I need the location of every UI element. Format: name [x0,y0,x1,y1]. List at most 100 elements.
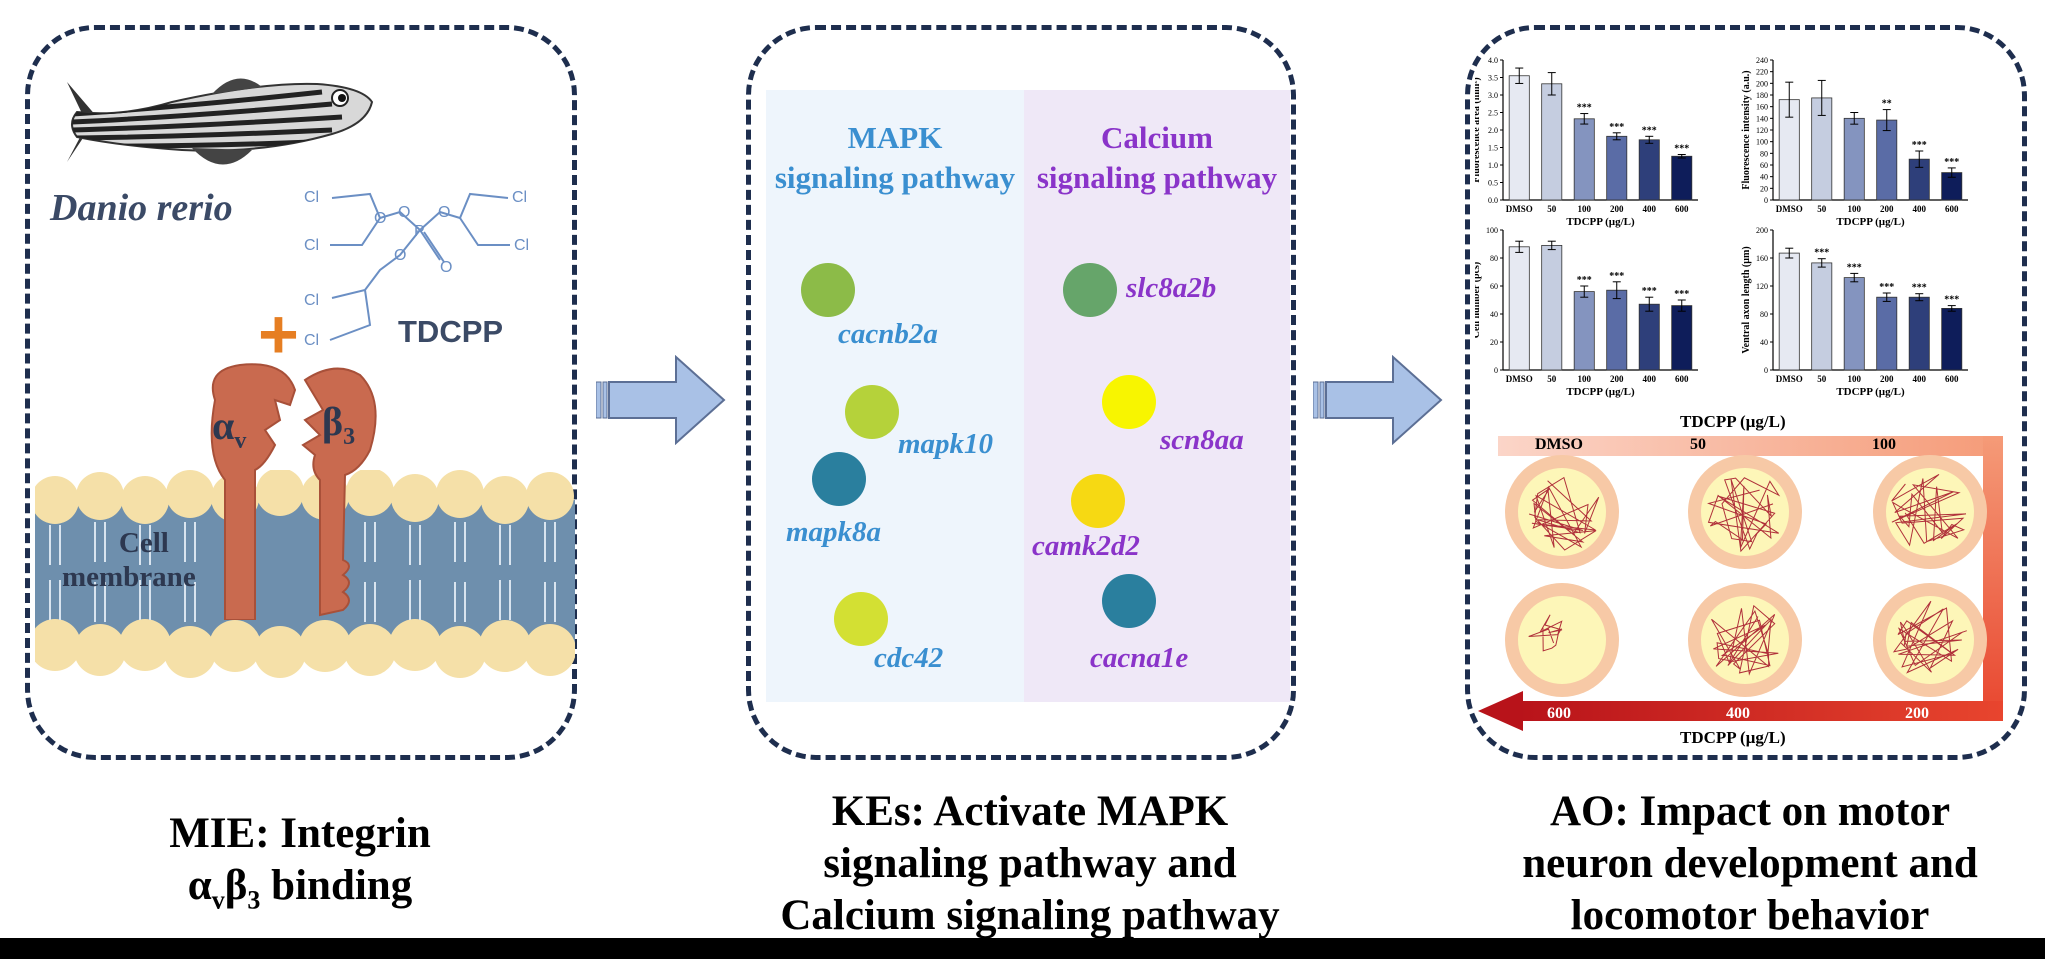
chart-category-label: DMSO [1776,204,1803,214]
chart-y-label: Fluorescence intensity (a.u.) [1741,70,1752,189]
chart-significance: *** [1609,271,1624,282]
behavior-label-200: 200 [1905,705,1929,722]
behavior-arrow [1478,436,2003,731]
chart-tick-label: 240 [1756,56,1768,65]
cl-atom: Cl [304,237,319,254]
chart-tick-label: 0 [1764,196,1768,205]
chart-bar [1671,305,1693,371]
gene-dot-cacna1e [1102,574,1156,628]
chart-tick-label: 180 [1756,91,1768,100]
behavior-label-dmso: DMSO [1535,436,1583,453]
species-label: Danio rerio [50,187,233,229]
chart-bar [1541,244,1563,371]
chart-tick-label: 220 [1756,68,1768,77]
mapk-title-line2: signaling pathway [774,160,1016,195]
chart-bar [1638,139,1660,201]
swim-track [1892,600,1967,674]
mapk-column [766,90,1024,702]
chart-significance: *** [1577,103,1592,114]
svg-text:O: O [398,204,410,221]
compound-label: TDCPP [398,314,504,349]
chart-tick-label: 100 [1486,226,1498,235]
behavior-label-400: 400 [1726,705,1750,722]
chart-significance: *** [1642,286,1657,297]
chart-tick-label: 80 [1760,310,1768,319]
kes-caption-line1: KEs: Activate MAPK [831,788,1229,835]
chart-category-label: 100 [1578,204,1592,214]
chart-x-label: TDCPP (µg/L) [1836,386,1905,398]
chart-significance: *** [1912,283,1927,294]
chart-y-label: Ventral axon length (µm) [1741,246,1752,353]
ao-caption-line1: AO: Impact on motor [1549,788,1951,835]
chart-significance: *** [1674,144,1689,155]
gene-label-camk2d2: camk2d2 [1032,530,1140,562]
chart-tick-label: 0.0 [1488,196,1498,205]
chart-y-label: Cell number (pcs) [1475,262,1482,338]
ao-caption-line3: locomotor behavior [1570,892,1930,939]
kes-caption-line3: Calcium signaling pathway [780,892,1280,939]
cl-atom: Cl [304,189,319,206]
chart-category-label: 400 [1913,204,1927,214]
gene-dot-mapk8a [812,452,866,506]
chart-bar [1843,277,1865,371]
chart-category-label: DMSO [1776,374,1803,384]
chart-category-label: 100 [1848,374,1862,384]
chart-significance: *** [1944,295,1959,306]
gene-label-mapk8a: mapk8a [786,516,882,548]
kes-caption-line2: signaling pathway and [823,840,1237,887]
swim-track [1891,473,1967,547]
mapk-title: MAPK signaling pathway [766,118,1024,198]
mapk-title-line1: MAPK [847,120,943,155]
chart-category-label: 50 [1817,204,1827,214]
gene-dot-scn8aa [1102,375,1156,429]
arrow-icon [1313,355,1443,445]
chart-tick-label: 20 [1760,184,1768,193]
chart-significance: *** [1674,289,1689,300]
chart-bar [1908,296,1930,371]
plus-icon: + [258,295,299,373]
chart-tick-label: 200 [1756,226,1768,235]
behavior-label-600: 600 [1547,705,1571,722]
ao-caption-line2: neuron development and [1522,840,1978,887]
chart-bar [1508,75,1530,201]
chart-bar [1941,307,1963,371]
chart-tick-label: 60 [1490,282,1498,291]
calcium-title-line2: signaling pathway [1036,160,1278,195]
chart-tick-label: 120 [1756,282,1768,291]
chart-tick-label: 40 [1760,173,1768,182]
chart-x-label: TDCPP (µg/L) [1836,216,1905,228]
chart-tick-label: 200 [1756,79,1768,88]
kes-caption: KEs: Activate MAPK signaling pathway and… [720,786,1340,942]
gene-label-cdc42: cdc42 [874,642,944,674]
swim-track [1528,476,1600,551]
membrane-label-line1: Cell [118,527,169,559]
gene-dot-camk2d2 [1071,474,1125,528]
chart-category-label: 50 [1547,204,1557,214]
gene-dot-cdc42 [834,592,888,646]
chart-tick-label: 80 [1760,149,1768,158]
chart-category-label: 600 [1945,204,1959,214]
chart-tick-label: 2.0 [1488,126,1498,135]
beta-3-label: β3 [322,399,356,450]
chart-significance: *** [1814,248,1829,259]
svg-text:O: O [374,210,386,227]
chart-tick-label: 120 [1756,126,1768,135]
chart-category-label: 100 [1848,204,1862,214]
chart-significance: *** [1879,282,1894,293]
chart-tick-label: 40 [1760,338,1768,347]
behavior-well [1505,583,1619,697]
mie-caption: MIE: Integrin αvβ3 binding [70,808,530,927]
behavior-wells [1505,455,1987,697]
zebrafish-image [67,78,374,165]
chart-tick-label: 0 [1494,366,1498,375]
chart-category-label: 200 [1610,204,1624,214]
gene-dot-slc8a2b [1063,263,1117,317]
chart-significance: *** [1609,122,1624,133]
chart-tick-label: 4.0 [1488,56,1498,65]
ao-caption: AO: Impact on motor neuron development a… [1470,786,2030,942]
chart-tick-label: 20 [1490,338,1498,347]
calcium-title: Calcium signaling pathway [1024,118,1290,198]
gene-label-scn8aa: scn8aa [1160,424,1244,456]
chart-category-label: 600 [1675,374,1689,384]
chart-category-label: 50 [1547,374,1557,384]
